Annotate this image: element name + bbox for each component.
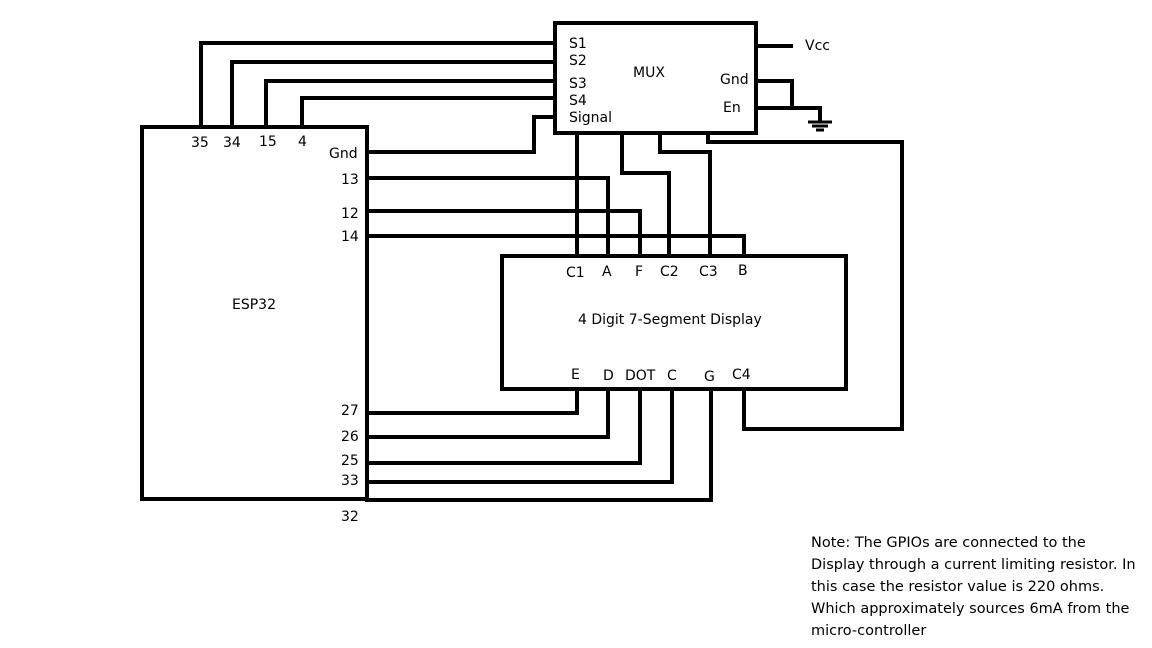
note-line: Display through a current limiting resis…: [811, 557, 1136, 573]
mux-pin-s2: S2: [569, 53, 587, 69]
display-pin-c1: C1: [566, 265, 585, 281]
wire-gnd-signal: [365, 115, 557, 154]
esp32-pin-32: 32: [341, 509, 359, 525]
note-line: Note: The GPIOs are connected to the: [811, 535, 1086, 551]
esp32-pin-gnd: Gnd: [329, 146, 358, 162]
esp32-label: ESP32: [232, 297, 276, 313]
note-line: micro-controller: [811, 623, 927, 639]
mux-pin-en: En: [723, 100, 741, 116]
wire-27-e: [365, 387, 579, 415]
mux-pin-gnd: Gnd: [720, 72, 749, 88]
esp32-pin-35: 35: [191, 135, 209, 151]
mux-pin-s4: S4: [569, 93, 587, 109]
mux-box: [553, 21, 758, 135]
display-pin-dot: DOT: [625, 368, 656, 384]
wire-32-g: [365, 387, 713, 502]
display-pin-e: E: [571, 367, 580, 383]
esp32-pin-26: 26: [341, 429, 359, 445]
esp32-pin-12: 12: [341, 206, 359, 222]
wire-4-s4: [300, 96, 557, 129]
wire-25-dot: [365, 387, 642, 465]
display-pin-g: G: [704, 369, 715, 385]
mux-pin-s1: S1: [569, 36, 587, 52]
esp32-pin-4: 4: [298, 134, 307, 150]
display-pin-f: F: [635, 264, 643, 280]
wire-mux-gnd: [754, 79, 822, 110]
wire-14-b: [365, 234, 746, 258]
display-pin-a: A: [602, 264, 612, 280]
wire-34-s2: [230, 60, 557, 129]
wire-35-s1: [199, 41, 557, 129]
wire-26-d: [365, 387, 610, 439]
display-pin-c: C: [667, 368, 677, 384]
wire-13-a: [365, 176, 610, 258]
esp32-box: [140, 125, 369, 501]
wire-mux-c3: [658, 131, 712, 258]
note-line: Which approximately sources 6mA from the: [811, 601, 1130, 617]
mux-pin-signal: Signal: [569, 110, 612, 126]
esp32-pin-15: 15: [259, 134, 277, 150]
display-pin-c3: C3: [699, 264, 718, 280]
wire-33-c: [365, 387, 674, 484]
resistor-note: Note: The GPIOs are connected to the Dis…: [811, 532, 1141, 642]
mux-pin-s3: S3: [569, 76, 587, 92]
display-pin-d: D: [603, 368, 614, 384]
note-line: this case the resistor value is 220 ohms…: [811, 579, 1105, 595]
display-label: 4 Digit 7-Segment Display: [578, 312, 762, 328]
vcc-label: Vcc: [805, 38, 830, 54]
wire-15-s3: [264, 79, 557, 129]
display-pin-c4: C4: [732, 367, 751, 383]
ground-symbol-icon: [808, 120, 832, 132]
wire-mux-c4: [706, 131, 904, 431]
esp32-pin-13: 13: [341, 172, 359, 188]
wire-12-f: [365, 209, 642, 258]
esp32-pin-33: 33: [341, 473, 359, 489]
esp32-pin-27: 27: [341, 403, 359, 419]
esp32-pin-34: 34: [223, 135, 241, 151]
display-pin-c2: C2: [660, 264, 679, 280]
mux-label: MUX: [633, 65, 665, 81]
esp32-pin-14: 14: [341, 229, 359, 245]
wire-mux-c2: [620, 131, 671, 258]
display-pin-b: B: [738, 263, 748, 279]
esp32-pin-25: 25: [341, 453, 359, 469]
